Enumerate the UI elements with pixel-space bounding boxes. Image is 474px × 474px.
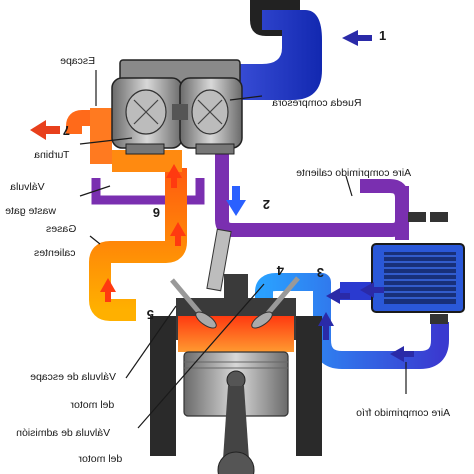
waste-gate-pipe <box>91 178 205 205</box>
arrow-hot-to-ic <box>360 282 384 298</box>
hot-riser <box>112 150 182 172</box>
combustion-chamber <box>178 316 294 352</box>
leader-lines <box>79 70 407 429</box>
intake-valve-head <box>251 311 273 329</box>
label-rueda-compresora: Rueda compresora <box>272 97 361 109</box>
arrow-2 <box>226 186 246 216</box>
hot-compressed-air-pipe <box>215 140 409 237</box>
turbocharger <box>111 59 243 155</box>
number-6: 6 <box>153 205 160 220</box>
engine-block <box>150 228 322 474</box>
crank <box>217 451 255 474</box>
exhaust-valve-head <box>195 311 217 329</box>
connecting-rod <box>222 386 250 474</box>
number-5: 5 <box>147 307 154 322</box>
label-valvula-admision-1: Válvula de admisión <box>16 427 110 439</box>
intake-pipe <box>232 10 322 100</box>
label-valvula-waste-gate-2: waste gate <box>5 205 57 217</box>
number-2: 2 <box>263 197 270 212</box>
arrow-7 <box>30 120 60 140</box>
intercooler <box>371 212 465 324</box>
label-aire-comprimido-frio: Aire comprimido frío <box>356 407 450 419</box>
label-valvula-escape-2: del motor <box>70 399 114 411</box>
intake-valve-stem <box>262 276 300 320</box>
label-valvula-admision-2: del motor <box>78 453 122 465</box>
label-valvula-escape-1: Válvula de escape <box>30 371 116 383</box>
arrow-hot-b <box>170 222 186 246</box>
arrow-cold-a <box>326 288 350 304</box>
label-turbina: Turbina <box>34 149 69 161</box>
spark-plug <box>206 228 232 292</box>
label-valvula-waste-gate-1: Válvula <box>10 181 45 193</box>
number-1: 1 <box>379 28 386 43</box>
arrow-cold-c <box>318 312 334 340</box>
label-gases-calientes-2: calientes <box>34 247 75 259</box>
exhaust-pipe <box>66 110 98 134</box>
arrow-1 <box>342 30 372 46</box>
arrow-hot-a <box>100 278 116 302</box>
label-gases-calientes-1: Gases <box>46 223 76 235</box>
hot-gas-pipe <box>89 168 187 321</box>
flow-arrows <box>30 30 414 362</box>
exhaust-elbow <box>90 108 112 164</box>
arrow-hot-c <box>166 164 182 188</box>
label-aire-comprimido-caliente: Aire comprimido caliente <box>296 167 411 179</box>
number-3: 3 <box>317 265 324 280</box>
number-4: 4 <box>276 263 284 278</box>
number-7: 7 <box>63 123 70 138</box>
label-escape: Escape <box>60 55 95 67</box>
arrow-cold-b <box>390 346 414 362</box>
